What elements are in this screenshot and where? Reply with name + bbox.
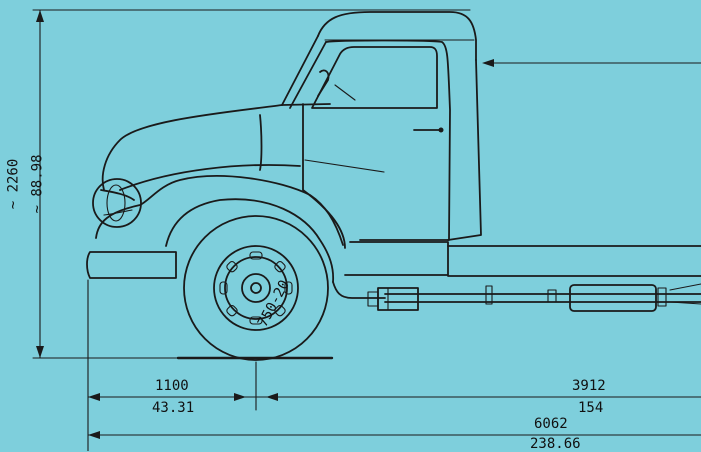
overall-length-in-label: 238.66 [530, 436, 581, 452]
cab-reference-arrow [482, 59, 701, 67]
wheelbase-in-label: 154 [578, 400, 604, 416]
hood-and-grille [86, 104, 344, 283]
chassis-frame [332, 245, 701, 312]
overall-length-dimension [87, 431, 701, 439]
overall-length-mm-label: 6062 [534, 416, 568, 432]
cab [281, 11, 482, 276]
front-overhang-in-label: 43.31 [152, 400, 195, 416]
height-in-label: ~ 88.98 [29, 154, 46, 214]
front-overhang-mm-label: 1100 [155, 378, 189, 394]
height-dimension-line [32, 9, 471, 359]
height-mm-label: ~ 2260 [5, 158, 22, 210]
front-wheel [176, 215, 334, 361]
front-overhang-dimension [87, 279, 278, 451]
wheelbase-mm-label: 3912 [572, 378, 606, 394]
